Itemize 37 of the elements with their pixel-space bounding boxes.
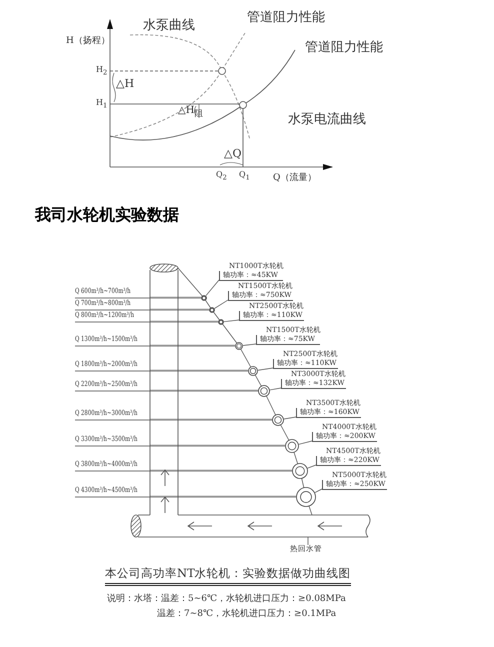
leader-line [298,440,312,445]
turbine-symbol [296,487,316,507]
leader-line [307,464,316,469]
turbine-symbol [272,414,284,426]
tick-label: Q$_{2}$ [216,171,227,182]
delta-label: △H [116,78,134,89]
leader-line [206,280,220,296]
turbine-symbol [258,385,270,397]
leader-line [224,320,240,322]
delta-label: △Q [224,148,242,159]
delta-label: △H$_{阻}$ [178,106,202,118]
turbine-symbol [292,463,308,479]
leader-line [270,388,282,390]
caption-text: 本公司高功率NT水轮机：实验数据做功曲线图 [105,568,351,586]
leader-line [214,300,228,309]
axis-label: H（扬程） [66,37,110,46]
curve-label: 管道阻力性能 [305,41,383,54]
leader-line [314,488,322,493]
turbine-symbol [248,366,258,376]
section-heading: 我司水轮机实验数据 [35,207,179,223]
curve-label: 水泵电流曲线 [288,113,366,126]
axis-label: Q（流量） [273,174,316,183]
turbine-symbol [285,439,299,453]
tick-label: H$_{2}$ [96,66,108,76]
curve-label: 管道阻力性能 [247,11,325,24]
tick-label: Q$_{1}$ [239,171,250,182]
turbine-symbol [218,319,224,325]
leader-line [258,368,274,371]
leader-line [284,416,296,420]
note-text: 温差：7~8℃，水轮机进口压力：≥0.1MPa [157,610,336,619]
curve-label: 水泵曲线 [143,19,195,32]
note-text: 说明：水塔：温差：5~6℃，水轮机进口压力：≥0.08MPa [107,595,346,604]
turbine-symbol [209,307,215,313]
turbine-symbol [235,342,243,350]
leader-line [242,344,256,346]
turbine-symbol [201,295,207,301]
tick-label: H$_{1}$ [96,99,108,110]
